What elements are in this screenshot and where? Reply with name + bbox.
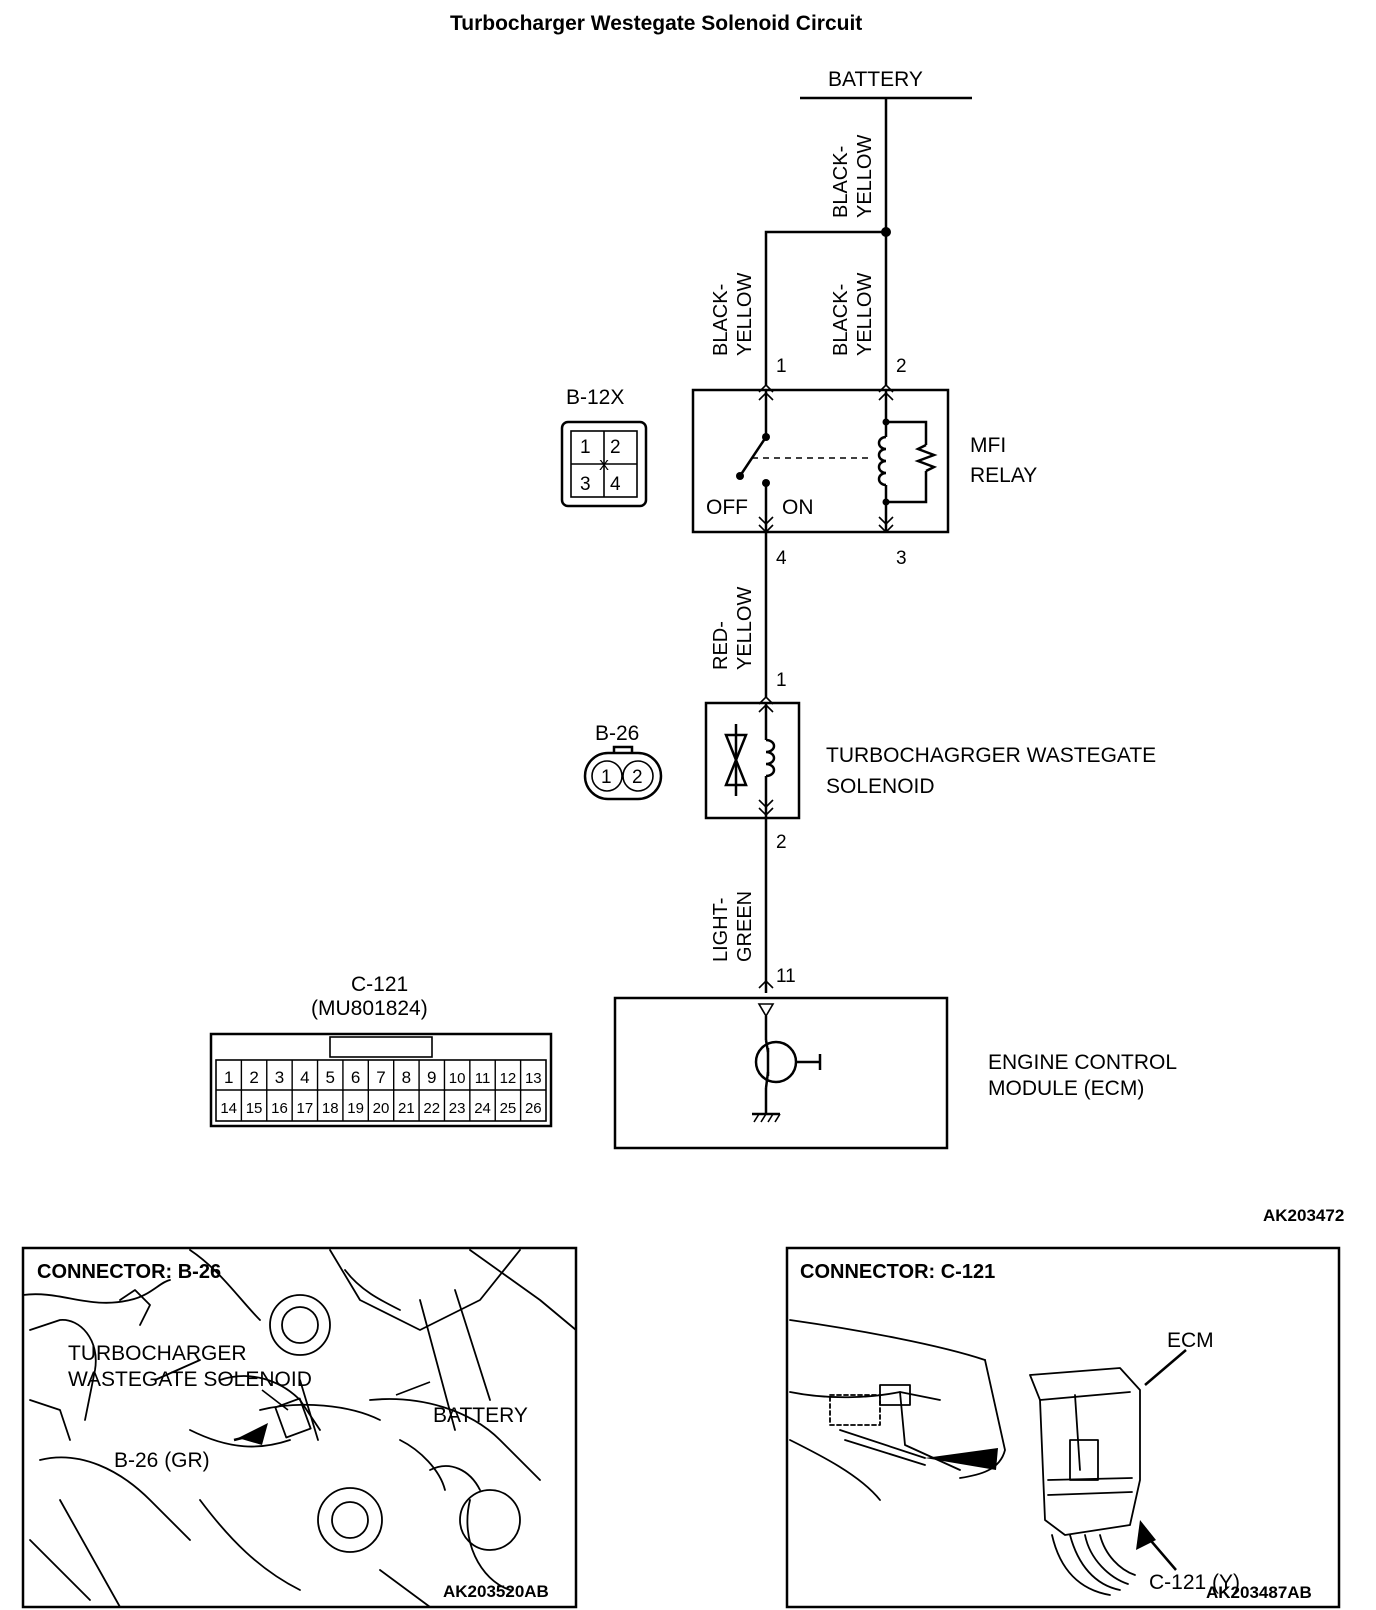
c121-pin-25: 25 xyxy=(500,1100,517,1117)
panel-connector-c121: CONNECTOR: C-121 ECM C-121 (Y) AK203487A… xyxy=(785,1246,1341,1609)
wire-label-lg-2: GREEN xyxy=(734,891,756,962)
relay-label-1: MFI xyxy=(970,434,1006,457)
b26-id: B-26 xyxy=(595,722,639,745)
panel-connector-b26: CONNECTOR: B-26 TURBOCHARGER WASTEGATE S… xyxy=(21,1246,578,1609)
wire-labels: BLACK- YELLOW BLACK- YELLOW BLACK- YELLO… xyxy=(710,135,876,962)
battery-node: BATTERY xyxy=(800,68,972,100)
c121-pin-24: 24 xyxy=(474,1100,491,1117)
battery-label: BATTERY xyxy=(828,68,923,91)
relay-pin-3: 3 xyxy=(896,548,907,569)
figure-code-main: AK203472 xyxy=(1263,1206,1344,1225)
c121-pin-8: 8 xyxy=(402,1068,411,1087)
c121-pin-21: 21 xyxy=(398,1100,415,1117)
wire-label-pin2-2: YELLOW xyxy=(854,273,876,356)
wire-label-pin2-1: BLACK- xyxy=(830,284,852,356)
switch-on-label: ON xyxy=(782,496,814,519)
c121-pin-18: 18 xyxy=(322,1100,339,1117)
panel-b26-code: AK203520AB xyxy=(443,1582,549,1601)
c121-pin-19: 19 xyxy=(347,1100,364,1117)
b12x-pin-2: 2 xyxy=(610,437,621,458)
c121-pin-1: 1 xyxy=(224,1068,233,1087)
engine-bay-sketch xyxy=(22,1249,577,1608)
wire-label-ry-2: YELLOW xyxy=(734,587,756,670)
solenoid-label-2: SOLENOID xyxy=(826,775,935,798)
b12x-center-mark: X xyxy=(599,457,609,474)
c121-pin-15: 15 xyxy=(246,1100,263,1117)
wire-relay-pin1 xyxy=(764,230,886,385)
panel-b26-connector: B-26 (GR) xyxy=(114,1449,210,1472)
wire-label-pin1-2: YELLOW xyxy=(734,273,756,356)
wire-label-pin1-1: BLACK- xyxy=(710,284,732,356)
solenoid-pin-2: 2 xyxy=(776,832,787,853)
c121-part: (MU801824) xyxy=(311,997,428,1020)
wastegate-solenoid: 1 2 TURBOCHAGRGER WASTEGATE SOLENOID xyxy=(704,670,1156,853)
wire-label-main-1: BLACK- xyxy=(830,146,852,218)
c121-pin-6: 6 xyxy=(351,1068,360,1087)
c121-pin-11: 11 xyxy=(475,1070,491,1087)
c121-pin-22: 22 xyxy=(423,1100,440,1117)
ecm-label-1: ENGINE CONTROL xyxy=(988,1051,1177,1074)
switch-off-label: OFF xyxy=(706,496,748,519)
relay-label-2: RELAY xyxy=(970,464,1037,487)
c121-pin-12: 12 xyxy=(500,1070,517,1087)
c121-pin-20: 20 xyxy=(373,1100,390,1117)
b12x-pin-3: 3 xyxy=(580,474,591,495)
c121-pin-3: 3 xyxy=(275,1068,284,1087)
ecm-pin-11: 11 xyxy=(776,966,796,987)
mfi-relay: 1 2 4 3 OFF ON MFI RELAY xyxy=(691,356,1037,569)
c121-pin-2: 2 xyxy=(249,1068,258,1087)
panel-b26-callout-1: TURBOCHARGER xyxy=(68,1342,247,1365)
c121-pin-5: 5 xyxy=(325,1068,334,1087)
wire-label-lg-1: LIGHT- xyxy=(710,898,732,962)
c121-pin-14: 14 xyxy=(220,1100,237,1117)
b12x-pin-4: 4 xyxy=(610,474,621,495)
c121-pin-9: 9 xyxy=(427,1068,436,1087)
relay-pin-4: 4 xyxy=(776,548,787,569)
c121-pin-26: 26 xyxy=(525,1100,542,1117)
relay-pin-1: 1 xyxy=(776,356,787,377)
c121-pin-13: 13 xyxy=(525,1070,542,1087)
ecm-label-2: MODULE (ECM) xyxy=(988,1077,1144,1100)
c121-pin-7: 7 xyxy=(376,1068,385,1087)
diagram-title: Turbocharger Westegate Solenoid Circuit xyxy=(450,12,862,35)
panel-b26-battery: BATTERY xyxy=(433,1404,528,1427)
c121-id: C-121 xyxy=(351,973,408,996)
c121-pin-10: 10 xyxy=(449,1070,466,1087)
c121-pin-23: 23 xyxy=(449,1100,466,1117)
solenoid-pin-1: 1 xyxy=(776,670,787,691)
b12x-pin-1: 1 xyxy=(580,437,591,458)
wire-label-ry-1: RED- xyxy=(710,621,732,670)
panel-c121-heading: CONNECTOR: C-121 xyxy=(800,1261,995,1283)
c121-pin-16: 16 xyxy=(271,1100,288,1117)
b12x-id: B-12X xyxy=(566,386,624,409)
relay-pin-2: 2 xyxy=(896,356,907,377)
b26-pin-2: 2 xyxy=(632,767,643,788)
panel-c121-ecm: ECM xyxy=(1167,1329,1214,1352)
panel-b26-callout-2: WASTEGATE SOLENOID xyxy=(68,1368,312,1391)
b26-pin-1: 1 xyxy=(601,767,612,788)
wire-label-main-2: YELLOW xyxy=(854,135,876,218)
panel-c121-connector: C-121 (Y) xyxy=(1149,1571,1240,1594)
ecm: 11 ENGINE CONTROL MODULE (ECM) xyxy=(613,966,1177,1150)
c121-pin-17: 17 xyxy=(297,1100,314,1117)
solenoid-label-1: TURBOCHAGRGER WASTEGATE xyxy=(826,744,1156,767)
b12x-connector: B-12X 1 2 3 4 X xyxy=(560,386,648,508)
wiring xyxy=(764,98,891,993)
panel-b26-heading: CONNECTOR: B-26 xyxy=(37,1261,221,1283)
panel-c121-code: AK203487AB xyxy=(1206,1583,1312,1602)
b26-connector: B-26 1 2 xyxy=(583,722,663,801)
c121-pin-4: 4 xyxy=(300,1068,309,1087)
